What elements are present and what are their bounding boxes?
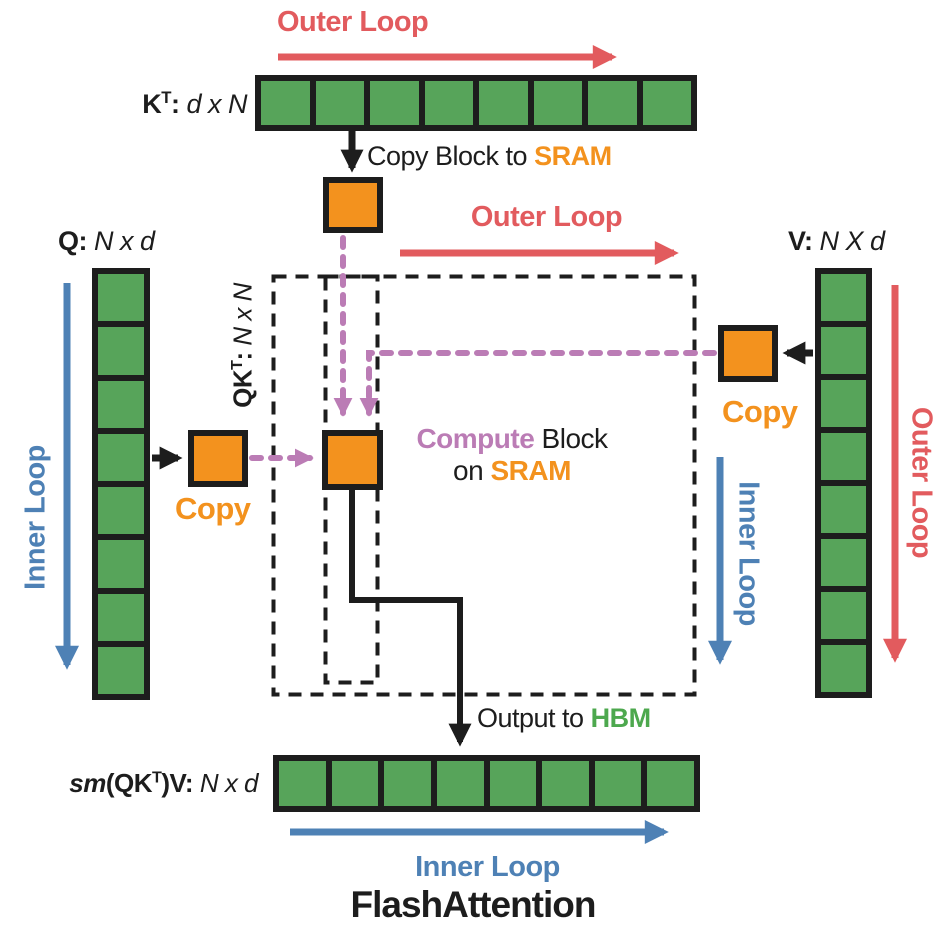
- copy-q-label: Copy: [175, 491, 251, 526]
- diagram-title: FlashAttention: [350, 884, 597, 925]
- matrix-cell: [98, 380, 144, 428]
- matrix-cell: [821, 592, 866, 639]
- matrix-cell: [821, 645, 866, 692]
- output-to-hbm-label: Output to HBM: [477, 703, 651, 733]
- matrix-cell: [98, 433, 144, 481]
- output-to-hbm-arrow-icon: [349, 489, 472, 747]
- v-matrix-strip: [815, 268, 872, 698]
- matrix-cell: [279, 761, 326, 806]
- matrix-cell: [821, 274, 866, 321]
- matrix-cell: [479, 81, 528, 125]
- matrix-cell: [315, 81, 364, 125]
- v-matrix-label: V: N X d: [788, 226, 885, 256]
- matrix-cell: [821, 327, 866, 374]
- matrix-cell: [98, 274, 144, 322]
- matrix-cell: [489, 761, 537, 806]
- copy-block-to-sram-label: Copy Block to SRAM: [367, 141, 612, 171]
- matrix-cell: [98, 327, 144, 375]
- matrix-cell: [424, 81, 473, 125]
- matrix-cell: [384, 761, 431, 806]
- output-matrix-strip: [273, 755, 700, 812]
- matrix-cell: [821, 380, 866, 427]
- matrix-cell: [533, 81, 582, 125]
- matrix-cell: [331, 761, 379, 806]
- kt-matrix-label: KT: d x N: [142, 88, 247, 119]
- matrix-cell: [370, 81, 419, 125]
- matrix-cell: [98, 540, 144, 588]
- compute-block-label: Compute Block on SRAM: [416, 423, 608, 486]
- k-sram-block: [323, 177, 383, 233]
- v-sram-block: [718, 325, 778, 382]
- outer-loop-mid-label: Outer Loop: [470, 201, 623, 233]
- matrix-cell: [821, 433, 866, 480]
- matrix-cell: [647, 761, 694, 806]
- matrix-cell: [98, 487, 144, 535]
- v-to-compute-dashed-arrow-icon: [359, 350, 717, 417]
- matrix-cell: [588, 81, 637, 125]
- compute-sram-block: [322, 430, 383, 490]
- qkt-matrix-label: QKT: N x N: [227, 283, 258, 408]
- matrix-cell: [261, 81, 310, 125]
- outer-dashed-region: [271, 274, 697, 697]
- outer-loop-top-label: Outer Loop: [277, 6, 429, 38]
- matrix-cell: [821, 486, 866, 533]
- matrix-cell: [642, 81, 691, 125]
- matrix-cell: [821, 539, 866, 586]
- q-matrix-strip: [92, 268, 150, 700]
- matrix-cell: [594, 761, 642, 806]
- q-matrix-label: Q: N x d: [58, 226, 155, 256]
- output-matrix-label: sm(QKT)V: N x d: [69, 768, 258, 798]
- matrix-cell: [542, 761, 589, 806]
- q-sram-block: [188, 430, 248, 487]
- copy-v-label: Copy: [722, 394, 798, 429]
- inner-loop-bottom-label: Inner Loop: [415, 851, 560, 883]
- matrix-cell: [98, 646, 144, 694]
- kt-matrix-strip: [255, 75, 697, 131]
- matrix-cell: [436, 761, 484, 806]
- matrix-cell: [98, 593, 144, 641]
